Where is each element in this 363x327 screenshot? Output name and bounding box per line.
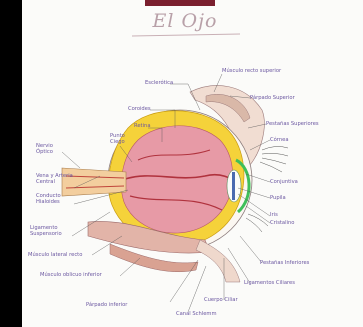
label-iris: Iris (270, 212, 278, 218)
lower-eyelashes (246, 214, 268, 232)
label-parpado-inferior: Párpado inferior (86, 302, 127, 308)
label-pestanas-superiores: Pestañas Superiores (266, 121, 319, 127)
label-cuerpo-ciliar: Cuerpo Ciliar (204, 297, 238, 303)
label-conducto-hialoides: Conducto Hialoides (36, 193, 76, 205)
retina-vitreous (121, 126, 232, 233)
label-canal-schlemm: Canal Schlemm (176, 311, 217, 317)
label-musculo-oblicuo-inferior: Músculo oblicuo inferior (40, 272, 102, 278)
label-retina: Retina (134, 123, 151, 129)
label-pestanas-inferiores: Pestañas Inferiores (260, 260, 309, 266)
label-pupila: Pupila (270, 195, 286, 201)
label-esclerotica: Esclerótica (145, 80, 173, 86)
label-musculo-lateral-recto: Músculo lateral recto (28, 252, 82, 258)
label-conjuntiva: Conjuntiva (270, 179, 298, 185)
iris (232, 172, 235, 200)
label-parpado-superior: Párpado Superior (250, 95, 295, 101)
label-ligamentos-ciliares: Ligamentos Ciliares (244, 280, 295, 286)
label-vena-arteria: Vena y Arteria Central (36, 173, 82, 185)
upper-eyelashes (260, 146, 288, 172)
lower-eyelid (196, 240, 240, 282)
label-cornea: Córnea (270, 137, 289, 143)
label-punto-ciego: Punto Ciego (110, 133, 132, 145)
label-coroides: Coroides (128, 106, 151, 112)
label-nervio-optico: Nervio Óptico (36, 143, 66, 155)
title-underline (132, 34, 240, 36)
label-musculo-recto-superior: Músculo recto superior (222, 68, 281, 74)
label-ligamento-suspensorio: Ligamento Suspensorio (30, 225, 78, 237)
label-cristalino: Cristalino (270, 220, 294, 226)
